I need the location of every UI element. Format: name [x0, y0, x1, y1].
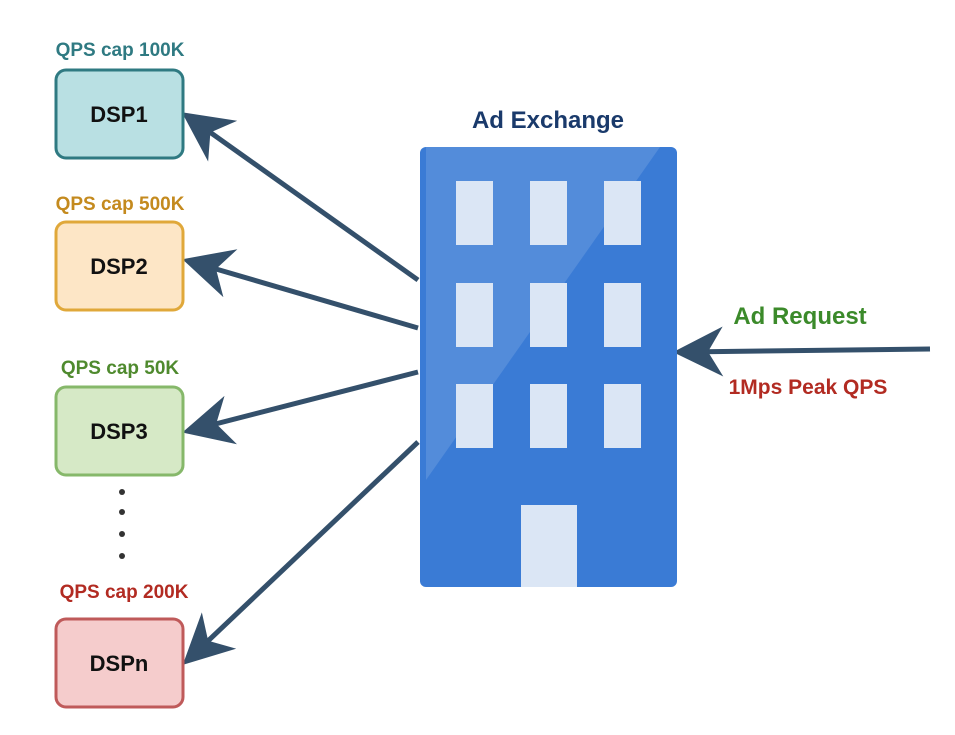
ad-exchange-building: Ad Exchange — [420, 107, 677, 587]
dsp-node: QPS cap 100K DSP1 — [54, 40, 185, 160]
arrow-to-dspn — [182, 440, 420, 665]
ad-request-label: Ad Request — [733, 303, 866, 330]
arrow-to-dsp2 — [182, 249, 419, 331]
dsp-name: DSPn — [90, 651, 149, 676]
dsp-box — [54, 385, 185, 477]
building-window — [604, 181, 641, 245]
dsp-node: QPS cap 500K DSP2 — [54, 194, 185, 312]
dsp-box — [54, 617, 185, 709]
building-window — [456, 384, 493, 448]
peak-qps-label: 1Mps Peak QPS — [729, 376, 888, 399]
dsp-qps-cap: QPS cap 50K — [61, 358, 180, 379]
building-body — [420, 147, 677, 587]
ellipsis-dot — [119, 531, 125, 537]
building-window — [604, 283, 641, 347]
building-window — [456, 181, 493, 245]
dsp-name: DSP1 — [90, 102, 147, 127]
dsp-box — [54, 68, 185, 160]
dsp-name: DSP2 — [90, 254, 147, 279]
building-window — [604, 384, 641, 448]
arrow-to-dsp3 — [182, 369, 419, 445]
ellipsis-dot — [119, 553, 125, 559]
building-window — [530, 181, 567, 245]
dsp-qps-cap: QPS cap 500K — [56, 194, 185, 215]
building-window — [530, 283, 567, 347]
building-window — [456, 283, 493, 347]
dsp-qps-cap: QPS cap 200K — [60, 582, 189, 603]
arrows — [181, 112, 931, 665]
arrow-to-dsp1 — [181, 112, 420, 283]
dsp-node: QPS cap 200K DSPn — [54, 582, 189, 709]
ellipsis-dot — [119, 509, 125, 515]
ad-exchange-title: Ad Exchange — [472, 107, 624, 134]
dsp-name: DSP3 — [90, 419, 147, 444]
dsp-box — [54, 220, 185, 312]
arrow-ad-request — [673, 326, 931, 377]
building-window — [530, 384, 567, 448]
dsp-qps-cap: QPS cap 100K — [56, 40, 185, 61]
building-door — [521, 505, 577, 587]
ellipsis-dot — [119, 489, 125, 495]
dsp-node: QPS cap 50K DSP3 — [54, 358, 185, 477]
ellipsis-dots — [119, 489, 125, 559]
